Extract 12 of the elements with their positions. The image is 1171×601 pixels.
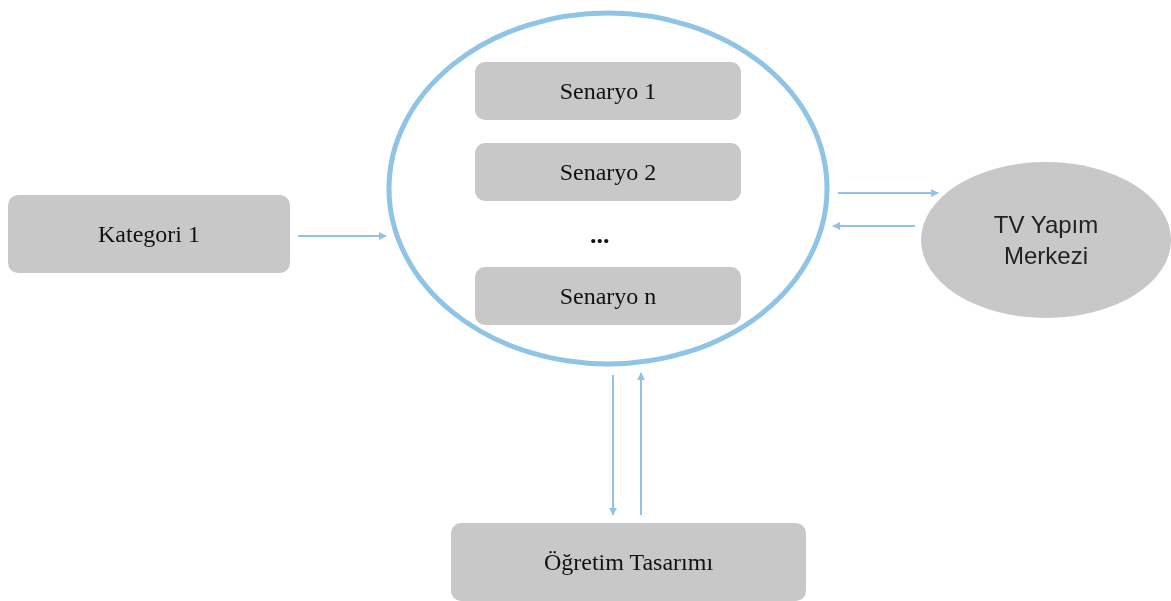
arrow [609,373,617,516]
arrow [297,232,387,240]
process-box: Öğretim Tasarımı [451,523,806,601]
node-label: TV Yapım Merkezi [992,209,1100,271]
process-box: Senaryo n [475,267,741,325]
arrow [836,189,940,197]
process-box: Kategori 1 [8,195,290,273]
process-box: Senaryo 1 [475,62,741,120]
ellipsis-text: ... [590,220,610,250]
arrow [637,372,645,516]
arrow [832,222,917,230]
process-box: Senaryo 2 [475,143,741,201]
